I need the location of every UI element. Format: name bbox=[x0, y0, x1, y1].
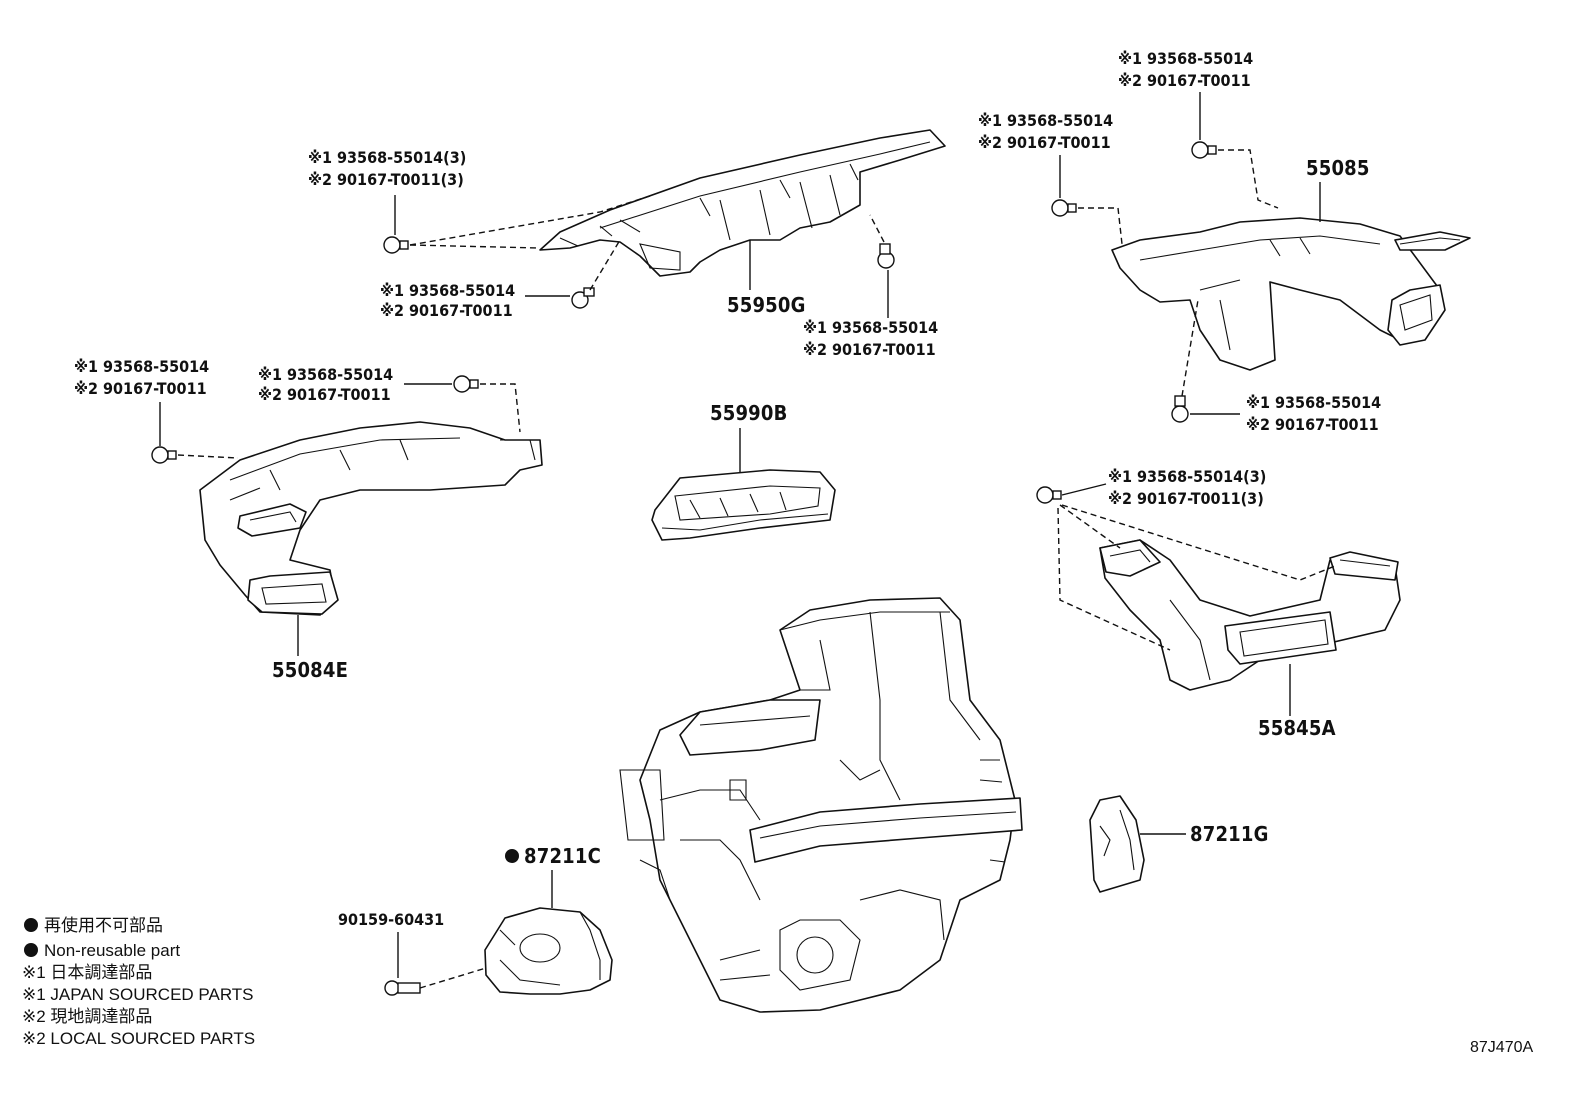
label-55990b: 55990B bbox=[710, 401, 788, 425]
part-register-55990b[interactable] bbox=[651, 469, 836, 541]
ref-55085-left-1: ※1 93568-55014 bbox=[978, 111, 1113, 130]
ref-55950g-bl-2: ※2 90167-T0011 bbox=[380, 301, 513, 320]
ref-55085-left-2: ※2 90167-T0011 bbox=[978, 133, 1111, 152]
legend-dot-en bbox=[24, 943, 38, 957]
part-duct-55084e[interactable] bbox=[199, 421, 543, 616]
screw-icon bbox=[877, 243, 895, 269]
ref-55085-bottom-1: ※1 93568-55014 bbox=[1246, 393, 1381, 412]
label-55845a: 55845A bbox=[1258, 716, 1336, 740]
ref-55845a-2: ※2 90167-T0011(3) bbox=[1108, 489, 1264, 508]
legend-dot-jp bbox=[24, 918, 38, 932]
ref-55950g-tl-1: ※1 93568-55014(3) bbox=[308, 148, 466, 167]
drawing-id: 87J470A bbox=[1470, 1039, 1533, 1056]
nut-icon bbox=[383, 236, 409, 254]
label-55084e: 55084E bbox=[272, 658, 348, 682]
label-90159-60431: 90159-60431 bbox=[338, 910, 444, 929]
legend-japan-en: ※1 JAPAN SOURCED PARTS bbox=[22, 985, 254, 1004]
legend-local-en: ※2 LOCAL SOURCED PARTS bbox=[22, 1029, 255, 1048]
nut-icon bbox=[151, 446, 177, 464]
ref-55085-bottom-2: ※2 90167-T0011 bbox=[1246, 415, 1379, 434]
legend-non-reusable-jp: 再使用不可部品 bbox=[44, 915, 163, 935]
label-55950g: 55950G bbox=[727, 293, 806, 317]
screw-icon bbox=[1171, 395, 1189, 423]
screw-icon bbox=[571, 287, 595, 309]
legend-non-reusable-en: Non-reusable part bbox=[44, 941, 180, 960]
label-87211c: 87211C bbox=[524, 844, 601, 868]
part-seal-87211g[interactable] bbox=[1089, 795, 1145, 893]
ref-55084e-right-2: ※2 90167-T0011 bbox=[258, 385, 391, 404]
legend-local-jp: ※2 現地調達部品 bbox=[22, 1007, 152, 1026]
ref-55950g-br-1: ※1 93568-55014 bbox=[803, 318, 938, 337]
ref-55950g-br-2: ※2 90167-T0011 bbox=[803, 340, 936, 359]
nut-icon bbox=[1051, 199, 1077, 217]
nut-icon bbox=[453, 375, 479, 393]
label-87211g: 87211G bbox=[1190, 822, 1269, 846]
legend-japan-jp: ※1 日本調達部品 bbox=[22, 963, 152, 982]
non-reusable-marker bbox=[505, 849, 519, 863]
legend: 再使用不可部品 Non-reusable part ※1 日本調達部品 ※1 J… bbox=[22, 915, 255, 1048]
ref-55084e-right-1: ※1 93568-55014 bbox=[258, 365, 393, 384]
ref-55084e-left-1: ※1 93568-55014 bbox=[74, 357, 209, 376]
ref-55950g-bl-1: ※1 93568-55014 bbox=[380, 281, 515, 300]
ref-55085-top-2: ※2 90167-T0011 bbox=[1118, 71, 1251, 90]
part-seal-87211c[interactable] bbox=[484, 907, 613, 995]
part-hvac-unit bbox=[619, 597, 1023, 1013]
label-55085: 55085 bbox=[1306, 156, 1370, 180]
part-duct-55845a[interactable] bbox=[1099, 539, 1401, 691]
ref-55845a-1: ※1 93568-55014(3) bbox=[1108, 467, 1266, 486]
part-duct-55950g[interactable] bbox=[539, 129, 946, 277]
ref-55084e-left-2: ※2 90167-T0011 bbox=[74, 379, 207, 398]
nut-icon bbox=[1191, 141, 1217, 159]
part-duct-55085[interactable] bbox=[1111, 217, 1471, 371]
nut-icon bbox=[1036, 486, 1062, 504]
ref-55085-top-1: ※1 93568-55014 bbox=[1118, 49, 1253, 68]
ref-55950g-tl-2: ※2 90167-T0011(3) bbox=[308, 170, 464, 189]
bolt-icon bbox=[384, 980, 421, 996]
